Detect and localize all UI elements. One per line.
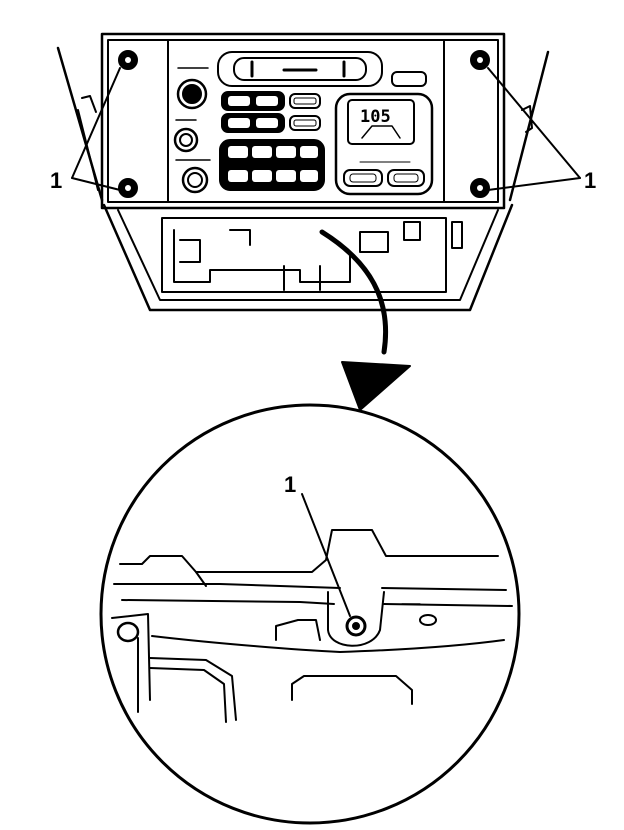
volume-knob (176, 67, 209, 110)
preset-buttons (219, 139, 325, 191)
callout-leaders-upper (71, 67, 581, 191)
tone-knob (175, 159, 211, 194)
display-panel (334, 92, 434, 196)
tune-knob (173, 119, 199, 153)
radio-faceplate (100, 32, 506, 210)
mounting-screw-bottom-left (118, 178, 138, 198)
mounting-screw-top-right (470, 50, 490, 70)
detail-arrow (319, 229, 411, 411)
callout-label-right: 1 (584, 168, 596, 193)
eject-button (391, 71, 427, 87)
function-buttons (221, 91, 321, 133)
mounting-screw-top-left (118, 50, 138, 70)
dash-opening (56, 46, 550, 312)
callout-leader-detail (301, 493, 351, 617)
mounting-screw-bottom-right (470, 178, 490, 198)
callout-label-left: 1 (50, 168, 62, 193)
detail-screw (345, 615, 367, 637)
callout-label-detail: 1 (284, 472, 296, 497)
cassette-slot (217, 51, 383, 87)
detail-view (99, 403, 521, 825)
detail-tab (327, 591, 385, 647)
radio-display-readout: 105 (360, 107, 391, 127)
